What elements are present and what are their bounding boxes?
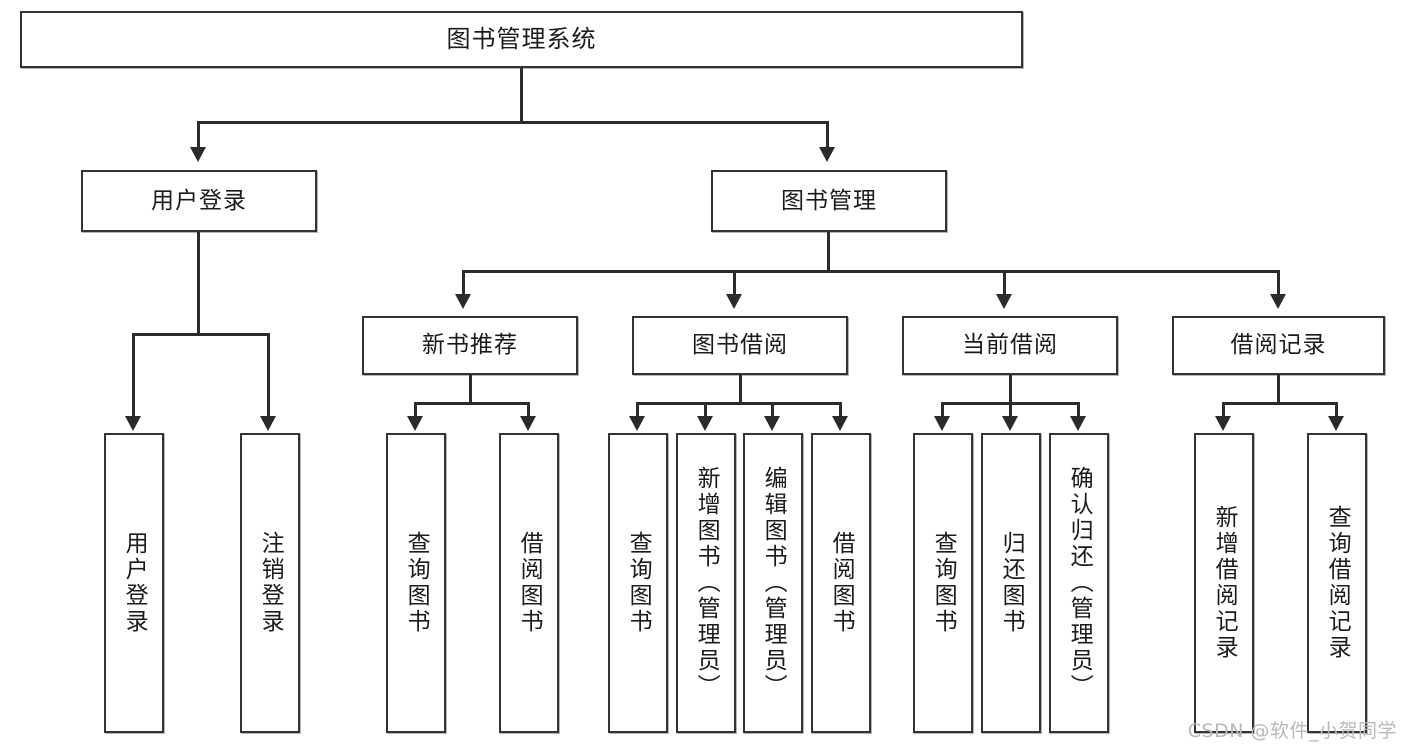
node-label: 借阅图书 [516, 531, 543, 635]
connector-drop-new-book-rec [462, 270, 465, 296]
connector-drop-rec-add [1222, 402, 1225, 418]
connector-drop-user-login [197, 121, 200, 149]
arrowhead-rec-search [1328, 416, 1344, 431]
connector-drop-current-borrow [1003, 270, 1006, 296]
leaf-node-current-query[interactable]: 查询图书 [913, 433, 973, 733]
connector-book-manage-stem [827, 232, 830, 272]
connector-drop-book-manage [826, 121, 829, 149]
connector-drop-rec-search [1335, 402, 1338, 418]
node-label: 新增借阅记录 [1211, 505, 1238, 661]
connector-level3-bus [462, 270, 1280, 273]
arrowhead-new-book-rec [455, 294, 471, 309]
connector-drop-borrow-edit [771, 402, 774, 418]
node-new-book-rec[interactable]: 新书推荐 [362, 316, 578, 375]
arrowhead-rec-query [407, 416, 423, 431]
leaf-node-record-add[interactable]: 新增借阅记录 [1194, 433, 1254, 733]
node-label: 借阅记录 [1230, 332, 1327, 359]
arrowhead-book-manage [819, 147, 835, 162]
connector-book-borrow-stem [739, 375, 742, 404]
arrowhead-user-login [190, 147, 206, 162]
connector-drop-borrow-record [1277, 270, 1280, 296]
arrowhead-leaf-user-logout [260, 416, 276, 431]
arrowhead-borrow-add [697, 416, 713, 431]
leaf-node-user-logout[interactable]: 注销登录 [240, 433, 300, 733]
arrowhead-rec-add [1215, 416, 1231, 431]
connector-drop-borrow-query [636, 402, 639, 418]
leaf-node-borrow-query[interactable]: 查询图书 [608, 433, 668, 733]
node-user-login[interactable]: 用户登录 [81, 170, 317, 232]
node-book-borrow[interactable]: 图书借阅 [632, 316, 848, 375]
node-label: 注销登录 [257, 531, 284, 635]
csdn-watermark: CSDN @软件_小贺同学 [1187, 720, 1397, 742]
arrowhead-book-borrow [726, 294, 742, 309]
leaf-node-newbook-query[interactable]: 查询图书 [386, 433, 446, 733]
arrowhead-current-borrow [996, 294, 1012, 309]
arrowhead-cur-return [1002, 416, 1018, 431]
connector-drop-rec-borrow [527, 402, 530, 418]
node-label: 新书推荐 [422, 332, 518, 359]
arrowhead-borrow-do [832, 416, 848, 431]
node-label: 新增图书（管理员） [693, 466, 720, 700]
leaf-node-user-login[interactable]: 用户登录 [104, 433, 164, 733]
leaf-node-current-return[interactable]: 归还图书 [981, 433, 1041, 733]
arrowhead-borrow-edit [764, 416, 780, 431]
connector-drop-borrow-do [839, 402, 842, 418]
connector-book-borrow-bus [636, 402, 842, 405]
connector-drop-leaf-user-login [132, 333, 135, 418]
node-label: 图书管理 [781, 187, 877, 214]
arrowhead-borrow-query [629, 416, 645, 431]
connector-borrow-record-stem [1277, 375, 1280, 404]
connector-drop-rec-query [414, 402, 417, 418]
connector-drop-borrow-add [704, 402, 707, 418]
connector-drop-leaf-user-logout [267, 333, 270, 418]
leaf-node-record-search[interactable]: 查询借阅记录 [1307, 433, 1367, 733]
connector-root-stem [520, 68, 523, 123]
arrowhead-leaf-user-login [125, 416, 141, 431]
connector-borrow-record-bus [1222, 402, 1338, 405]
connector-new-book-rec-stem [469, 375, 472, 404]
node-label: 归还图书 [998, 531, 1025, 635]
connector-level2-bus [197, 121, 829, 124]
node-current-borrow[interactable]: 当前借阅 [902, 316, 1118, 375]
connector-current-borrow-stem [1009, 375, 1012, 404]
node-label: 查询图书 [403, 531, 430, 635]
arrowhead-borrow-record [1270, 294, 1286, 309]
connector-drop-cur-return [1009, 402, 1012, 418]
connector-user-login-bus [132, 333, 270, 336]
leaf-node-borrow-do[interactable]: 借阅图书 [811, 433, 871, 733]
leaf-node-newbook-borrow[interactable]: 借阅图书 [499, 433, 559, 733]
connector-drop-cur-confirm [1077, 402, 1080, 418]
arrowhead-rec-borrow [520, 416, 536, 431]
leaf-node-borrow-add[interactable]: 新增图书（管理员） [676, 433, 736, 733]
node-label: 查询借阅记录 [1324, 505, 1351, 661]
node-label: 用户登录 [151, 187, 247, 214]
node-root-system[interactable]: 图书管理系统 [20, 11, 1023, 68]
node-label: 借阅图书 [828, 531, 855, 635]
arrowhead-cur-query [934, 416, 950, 431]
arrowhead-cur-confirm [1070, 416, 1086, 431]
node-label: 图书借阅 [692, 332, 788, 359]
connector-user-login-stem [197, 232, 200, 335]
node-label: 用户登录 [121, 531, 148, 635]
connector-drop-book-borrow [733, 270, 736, 296]
node-label: 当前借阅 [962, 332, 1058, 359]
node-label: 查询图书 [930, 531, 957, 635]
node-label: 确认归还（管理员） [1066, 466, 1093, 700]
node-label: 查询图书 [625, 531, 652, 635]
connector-new-book-rec-bus [414, 402, 530, 405]
node-borrow-record[interactable]: 借阅记录 [1172, 316, 1385, 375]
leaf-node-borrow-edit[interactable]: 编辑图书（管理员） [743, 433, 803, 733]
node-label: 图书管理系统 [446, 24, 597, 53]
leaf-node-current-confirm[interactable]: 确认归还（管理员） [1049, 433, 1109, 733]
node-book-manage[interactable]: 图书管理 [711, 170, 947, 232]
connector-drop-cur-query [941, 402, 944, 418]
node-label: 编辑图书（管理员） [760, 466, 787, 700]
